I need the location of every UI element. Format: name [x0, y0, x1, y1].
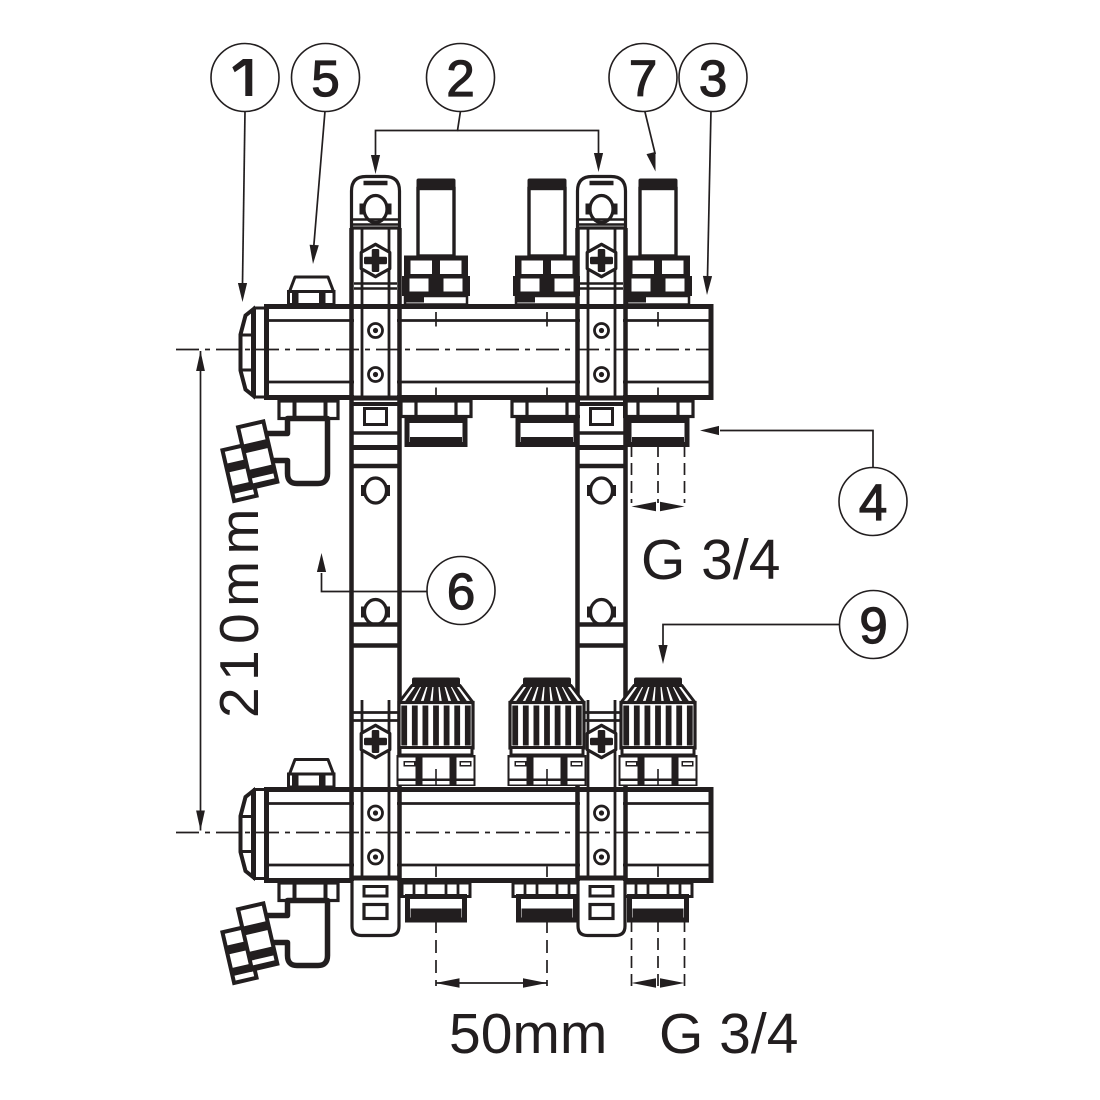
svg-text:210mm: 210mm: [208, 502, 270, 718]
svg-text:6: 6: [447, 563, 475, 620]
svg-text:G 3/4: G 3/4: [641, 528, 780, 592]
svg-text:50mm: 50mm: [449, 1002, 607, 1066]
svg-text:9: 9: [859, 597, 887, 654]
svg-text:3: 3: [699, 50, 727, 107]
svg-text:7: 7: [629, 50, 657, 107]
svg-text:2: 2: [446, 50, 474, 107]
svg-text:4: 4: [859, 474, 887, 531]
svg-text:G 3/4: G 3/4: [659, 1002, 798, 1066]
svg-text:5: 5: [311, 50, 339, 107]
